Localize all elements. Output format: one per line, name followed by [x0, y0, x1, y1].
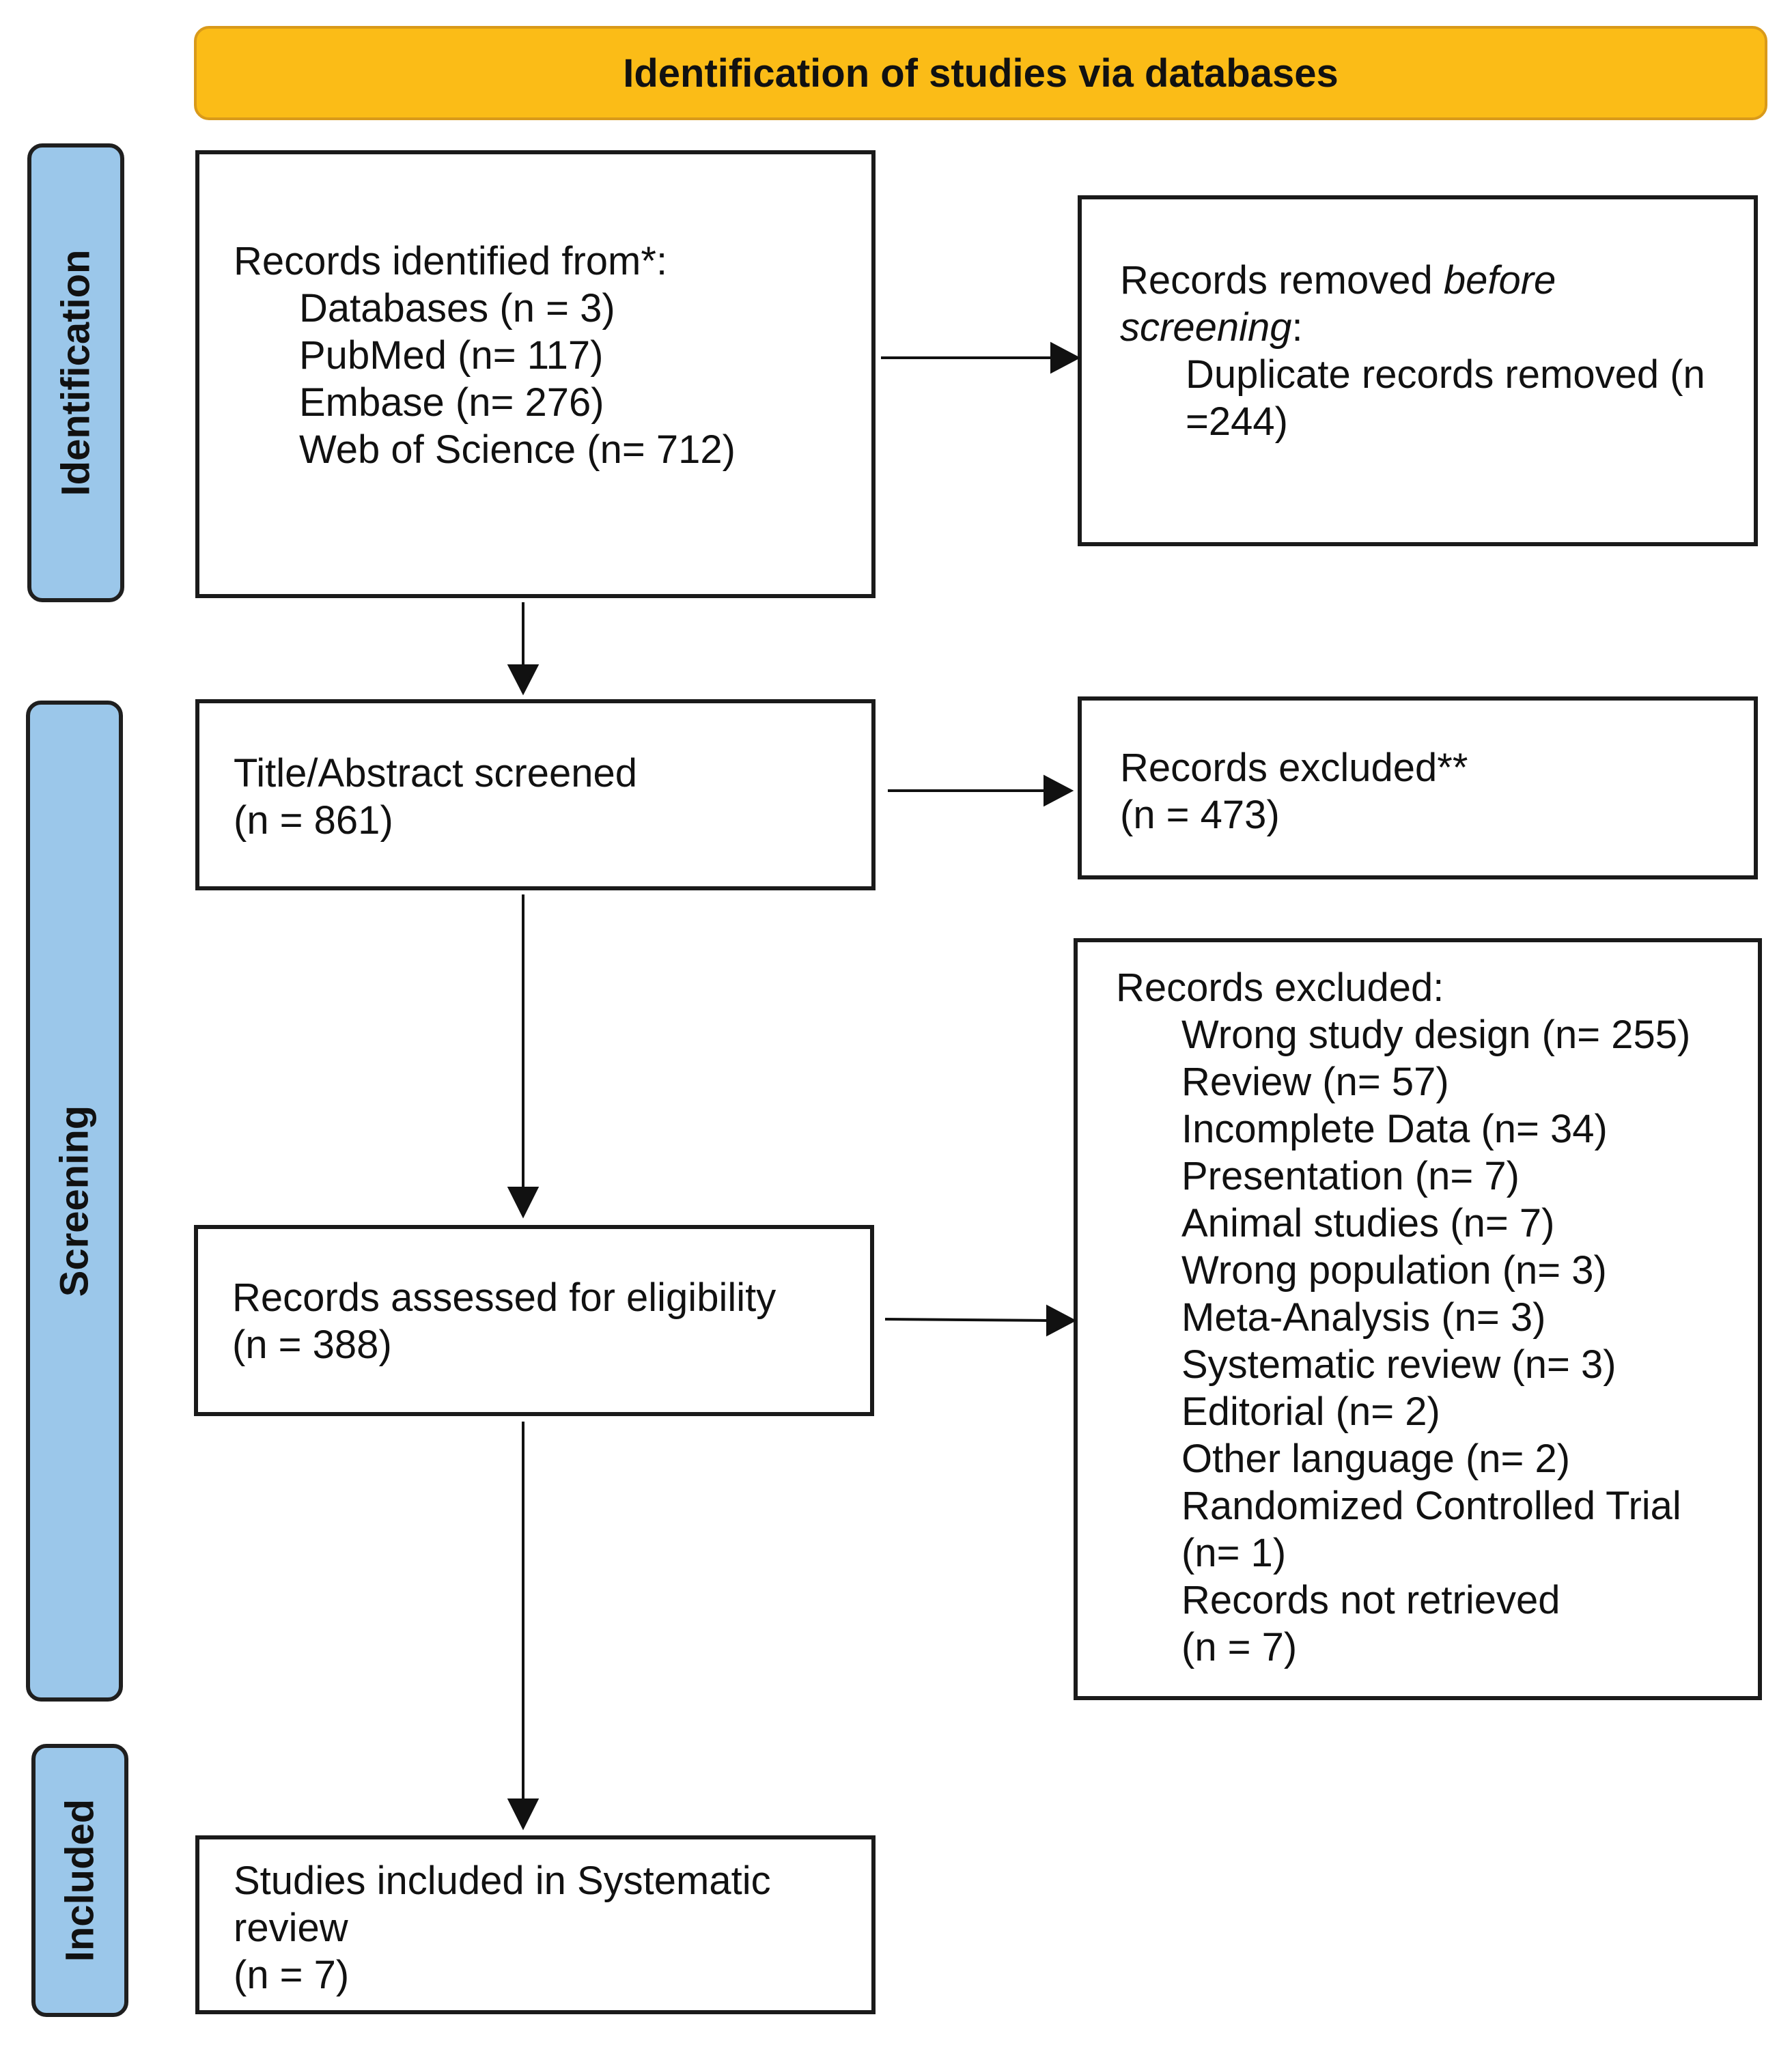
excluded2-heading: Records excluded:: [1116, 965, 1444, 1010]
excluded2-item: Animal studies (n= 7): [1181, 1201, 1555, 1245]
assessed-label: Records assessed for eligibility: [232, 1275, 776, 1320]
excluded2-item: Incomplete Data (n= 34): [1181, 1107, 1608, 1151]
excluded2-item: Records not retrieved: [1181, 1578, 1560, 1622]
excluded2-item: Review (n= 57): [1181, 1060, 1449, 1104]
screened-label: Title/Abstract screened: [234, 751, 637, 795]
excluded2-item: Presentation (n= 7): [1181, 1154, 1520, 1198]
excluded2-item: (n= 1): [1181, 1531, 1287, 1575]
banner-title: Identification of studies via databases: [623, 51, 1339, 96]
arrow-head-identified-to-screened: [507, 664, 540, 696]
box-title-abstract-screened: Title/Abstract screened (n = 861): [195, 699, 876, 890]
included-line2: review: [234, 1906, 348, 1950]
box-records-assessed: Records assessed for eligibility (n = 38…: [194, 1225, 874, 1416]
box-records-excluded-2: Records excluded: Wrong study design (n=…: [1074, 938, 1762, 1700]
banner-identification-of-studies: Identification of studies via databases: [194, 26, 1767, 120]
screened-count: (n = 861): [234, 798, 393, 843]
phase-included: Included: [31, 1744, 128, 2017]
phase-identification: Identification: [27, 143, 124, 602]
identified-item: Databases (n = 3): [299, 286, 615, 330]
arrow-head-assessed-to-included: [507, 1798, 540, 1831]
arrow-head-screened-to-excluded1: [1044, 774, 1074, 807]
excluded2-item: Systematic review (n= 3): [1181, 1342, 1616, 1387]
box-records-excluded-1: Records excluded** (n = 473): [1078, 696, 1758, 879]
arrow-head-assessed-to-excluded2: [1046, 1304, 1077, 1337]
phase-screening: Screening: [26, 701, 123, 1702]
excluded1-count: (n = 473): [1120, 793, 1280, 837]
included-count: (n = 7): [234, 1953, 350, 1997]
box-records-removed: Records removed before screening: Duplic…: [1078, 195, 1758, 546]
assessed-count: (n = 388): [232, 1323, 392, 1367]
arrow-head-screened-to-assessed: [507, 1187, 540, 1219]
identified-item: Web of Science (n= 712): [299, 427, 736, 472]
identified-item: PubMed (n= 117): [299, 333, 604, 378]
records-removed-suffix: :: [1291, 305, 1303, 350]
records-removed-heading-2: screening:: [1120, 304, 1754, 351]
records-removed-heading: Records removed before: [1120, 257, 1754, 304]
excluded2-item: Meta-Analysis (n= 3): [1181, 1295, 1546, 1340]
excluded2-item: (n = 7): [1181, 1625, 1298, 1669]
arrow-head-identified-to-removed: [1050, 341, 1081, 374]
records-removed-italic-before: before: [1443, 258, 1556, 302]
excluded1-label: Records excluded**: [1120, 746, 1468, 790]
duplicate-records-line1: Duplicate records removed (n: [1186, 352, 1705, 397]
box-studies-included: Studies included in Systematic review (n…: [195, 1835, 876, 2014]
excluded2-item: Randomized Controlled Trial: [1181, 1484, 1681, 1528]
excluded2-item: Wrong study design (n= 255): [1181, 1013, 1691, 1057]
records-removed-prefix: Records removed: [1120, 258, 1444, 302]
excluded2-item: Other language (n= 2): [1181, 1437, 1571, 1481]
records-removed-italic-screening: screening: [1120, 305, 1292, 350]
excluded2-item: Editorial (n= 2): [1181, 1389, 1440, 1434]
box-records-identified: Records identified from*: Databases (n =…: [195, 150, 876, 598]
duplicate-records-line2: =244): [1186, 399, 1288, 444]
records-identified-heading: Records identified from*:: [234, 239, 668, 283]
arrow-assessed-to-excluded2: [884, 1318, 1048, 1322]
identified-item: Embase (n= 276): [299, 380, 604, 425]
excluded2-item: Wrong population (n= 3): [1181, 1248, 1607, 1293]
included-line1: Studies included in Systematic: [234, 1859, 771, 1903]
